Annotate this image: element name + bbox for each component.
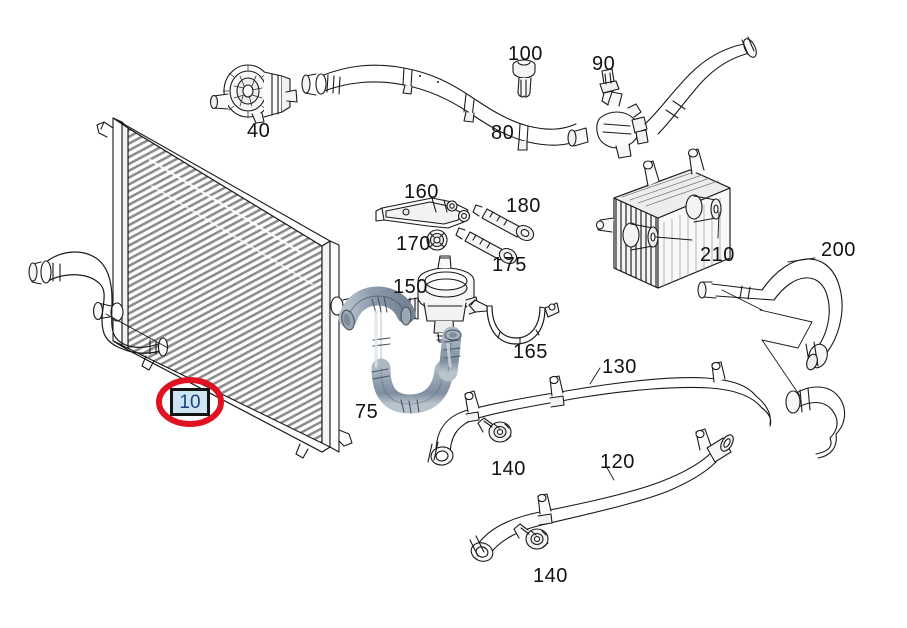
retaining-strap-165	[468, 299, 560, 345]
callout-120: 120	[600, 451, 635, 473]
bolt-140-upper	[477, 417, 512, 443]
aux-water-pump-40	[209, 64, 298, 124]
left-hose	[28, 251, 169, 357]
nut-170	[426, 229, 448, 251]
bolt-180	[472, 204, 535, 242]
bolt-175	[455, 227, 518, 265]
bolt-140-lower	[513, 523, 549, 550]
callout-200: 200	[821, 239, 856, 261]
oil-cooler-210	[595, 148, 731, 289]
oil-cooler-port-lower	[622, 222, 659, 251]
callout-180: 180	[506, 195, 541, 217]
callout-170: 170	[396, 233, 431, 255]
callout-210: 210	[700, 244, 735, 266]
highlight-ring	[156, 377, 224, 427]
bolt-100	[512, 59, 536, 98]
callout-165: 165	[513, 341, 548, 363]
bracket-160	[375, 197, 471, 229]
callout-80: 80	[491, 122, 515, 144]
callout-140-lower: 140	[533, 565, 568, 587]
hose-80	[301, 64, 581, 151]
y-hose-75	[338, 286, 462, 414]
valve-connector-assembly	[567, 36, 757, 159]
callout-90: 90	[592, 53, 616, 75]
callout-75: 75	[355, 401, 379, 423]
radiator-core	[92, 117, 362, 459]
callout-160: 160	[404, 181, 439, 203]
hose-120	[469, 428, 734, 562]
callout-150: 150	[393, 276, 428, 298]
aux-pump-150	[395, 255, 480, 343]
hose-130	[427, 361, 772, 466]
callout-140-upper: 140	[491, 458, 526, 480]
callout-175: 175	[492, 254, 527, 276]
callout-100: 100	[508, 43, 543, 65]
highlight-box-label: 10	[170, 388, 210, 416]
hose-200	[697, 257, 846, 459]
callout-130: 130	[602, 356, 637, 378]
radiator-left-port	[92, 301, 124, 322]
oil-cooler-port-upper	[685, 194, 722, 223]
callout-40: 40	[247, 120, 271, 142]
vent-valve-90	[599, 68, 620, 106]
